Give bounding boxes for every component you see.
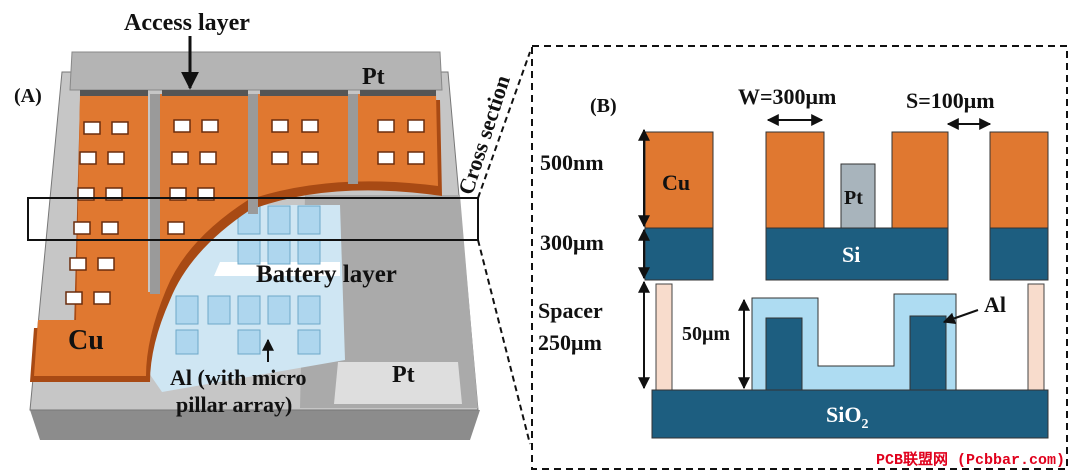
cu-label-a: Cu (68, 325, 104, 356)
thickness-500nm-label: 500nm (540, 150, 604, 175)
al-pointer-arrow (942, 309, 979, 325)
pt-top-label: Pt (362, 64, 385, 90)
si-label: Si (842, 242, 860, 267)
sio2-label-subscript: 2 (861, 417, 868, 432)
sio2-label: SiO2 (826, 402, 868, 432)
al-label-b: Al (984, 292, 1006, 317)
micro-pillar-array (175, 205, 321, 355)
leader-line-bottom (477, 239, 531, 445)
panel-a-illustration (27, 36, 531, 445)
width-label: W=300μm (738, 84, 836, 109)
thickness-300um-label: 300μm (540, 230, 604, 255)
si-block-left (644, 227, 714, 281)
cu-collector (34, 94, 438, 376)
cu-window-holes (65, 119, 425, 305)
finger-slots (150, 94, 358, 294)
leader-line-top (477, 51, 531, 199)
spacer-label-line2: 250μm (538, 330, 602, 355)
cu-label-b: Cu (662, 170, 690, 195)
sio2-pillar-right (909, 315, 947, 393)
pt-bottom-label: Pt (392, 362, 415, 388)
pt-top-electrode (69, 51, 443, 91)
platform-side (30, 410, 480, 440)
finger-top-edges (80, 90, 436, 96)
si-block-right (989, 227, 1049, 281)
pt-bottom-pad (334, 362, 462, 404)
al-label-line2: pillar array) (176, 392, 292, 417)
sio2-base (651, 389, 1049, 439)
watermark: PCB联盟网 (Pcbbar.com) (876, 451, 1065, 469)
cu-pad-center-left (765, 131, 825, 229)
al-label-line1: Al (with micro (170, 365, 306, 390)
al-coating (751, 293, 957, 391)
cu-pad-right (989, 131, 1049, 229)
battery-gap (214, 262, 340, 276)
panel-a-label: (A) (14, 85, 42, 107)
panel-b-frame (531, 45, 1068, 470)
spacer-label-line1: Spacer (538, 298, 603, 323)
cross-section-box (27, 197, 479, 241)
si-block-center (765, 227, 949, 281)
panel-b-cross-section (638, 114, 1049, 439)
access-layer-label: Access layer (124, 10, 250, 36)
spacer-left (655, 283, 673, 391)
spacer-right (1027, 283, 1045, 391)
cu-pad-center-right (891, 131, 949, 229)
spacing-label: S=100μm (906, 88, 995, 113)
battery-layer-label: Battery layer (256, 261, 397, 288)
cu-pad-left (644, 131, 714, 229)
panel-b-label: (B) (590, 95, 617, 117)
sio2-label-base: SiO (826, 402, 861, 427)
sio2-pillar-left (765, 317, 803, 393)
pillar-height-label: 50μm (682, 323, 730, 345)
pt-label-b: Pt (844, 187, 863, 209)
